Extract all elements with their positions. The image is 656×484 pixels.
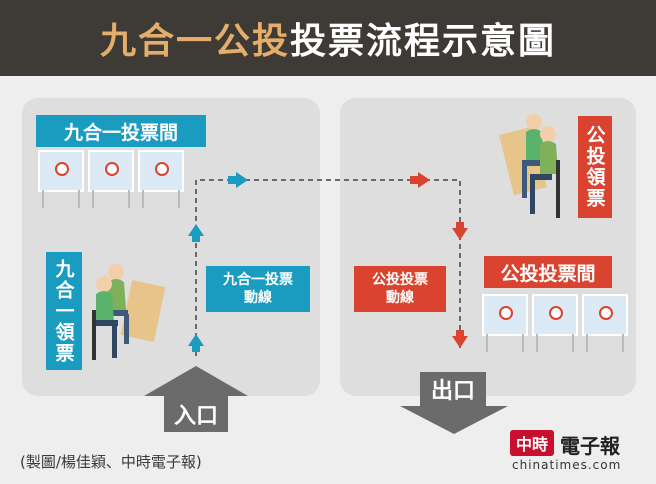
- ballot-seal-icon: [499, 306, 513, 320]
- logo-name: 電子報: [560, 434, 620, 458]
- right-booth-1: [482, 294, 528, 352]
- left-route-label-line2: 動線: [244, 290, 272, 306]
- left-booth-2: [88, 150, 134, 208]
- poll-worker-icon: [92, 264, 166, 360]
- right-ballot-label: 公投領票: [578, 116, 612, 218]
- ballot-seal-icon: [55, 162, 69, 176]
- left-booth-label: 九合一投票間: [36, 115, 206, 147]
- right-route-label: 公投投票 動線: [354, 266, 446, 312]
- left-ballot-label: 九合一領票: [46, 252, 82, 370]
- arrow-right-icon: [236, 172, 248, 188]
- diagram-title: 九合一公投 投票流程示意圖: [0, 0, 656, 76]
- arrow-down-icon: [452, 228, 468, 240]
- left-booth-1: [38, 150, 84, 208]
- exit-label: 出口: [430, 379, 475, 404]
- arrow-right-icon: [418, 172, 430, 188]
- ballot-seal-icon: [155, 162, 169, 176]
- ballot-seal-icon: [105, 162, 119, 176]
- right-route-label-line1: 公投投票: [372, 272, 428, 288]
- logo-mark: 中時: [510, 430, 554, 456]
- arrow-up-icon: [188, 334, 204, 346]
- title-bar: [0, 0, 656, 76]
- title-part-2: 投票流程示意圖: [290, 21, 557, 62]
- entrance-label: 入口: [173, 404, 218, 429]
- logo-url: chinatimes.com: [512, 458, 622, 472]
- arrow-down-icon: [452, 336, 468, 348]
- left-route-label: 九合一投票 動線: [206, 266, 310, 312]
- left-booth-3: [138, 150, 184, 208]
- exit-gate-icon: [400, 372, 508, 434]
- right-booth-3: [582, 294, 628, 352]
- ballot-seal-icon: [549, 306, 563, 320]
- route-dashed-line: [195, 179, 461, 356]
- arrow-up-icon: [188, 224, 204, 236]
- title-part-1: 九合一公投: [99, 21, 290, 62]
- ballot-seal-icon: [599, 306, 613, 320]
- right-booth-2: [532, 294, 578, 352]
- entrance-gate-icon: [144, 366, 248, 432]
- left-route-label-line1: 九合一投票: [223, 272, 293, 288]
- right-route-label-line2: 動線: [386, 290, 414, 306]
- poll-worker-icon: [499, 114, 560, 218]
- right-booth-label: 公投投票間: [484, 256, 612, 288]
- credit-line: (製圖/楊佳穎、中時電子報): [20, 453, 202, 471]
